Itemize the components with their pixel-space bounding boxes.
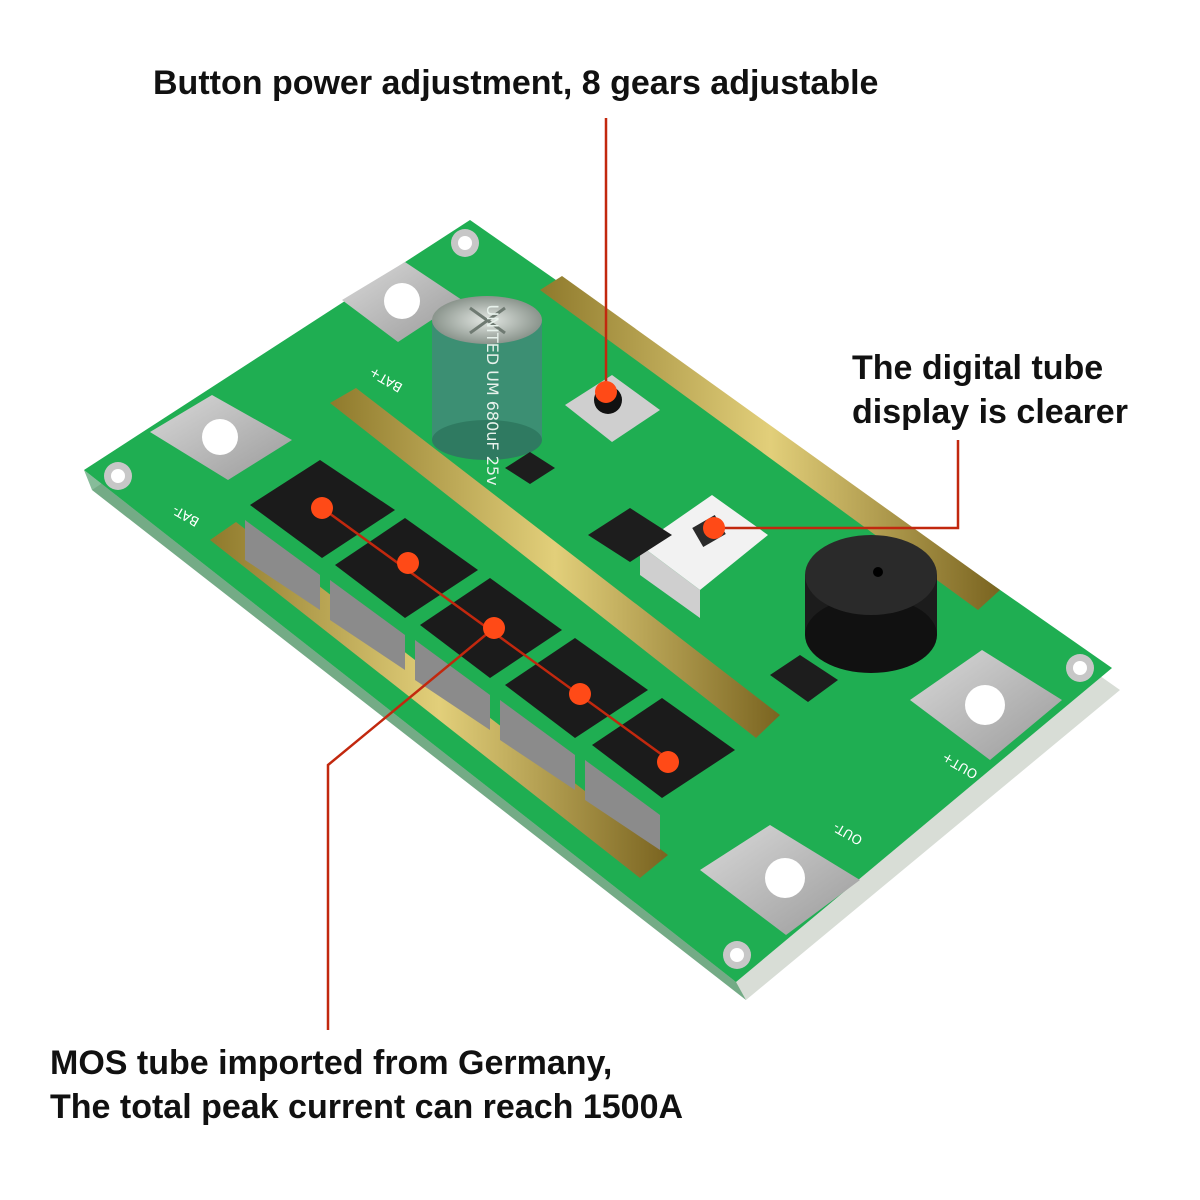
capacitor-label: UNITED UM 680uF 25v: [483, 304, 502, 485]
pcb-shade: [84, 470, 746, 1000]
digital-tube-annotation-line2: display is clearer: [852, 392, 1128, 431]
callout-dots: [311, 381, 725, 773]
terminal-pads: [150, 262, 1062, 935]
digital-tube-annotation-line1: The digital tube: [852, 349, 1104, 387]
mos-tube-annotation-line1: MOS tube imported from Germany,: [50, 1044, 613, 1082]
buzzer: [805, 535, 937, 673]
button-power-annotation: Button power adjustment, 8 gears adjusta…: [153, 64, 879, 102]
mos-tube-annotation-line2: The total peak current can reach 1500A: [50, 1087, 684, 1126]
mounting-holes: [104, 229, 1094, 969]
ic-chips: [505, 452, 838, 702]
capacitor: UNITED UM 680uF 25v: [432, 296, 542, 486]
digital-tube-annotation: The digital tube display is clearer: [852, 347, 1128, 434]
mos-tube-annotation: MOS tube imported from Germany, The tota…: [50, 1042, 683, 1129]
copper-bus-bars: [210, 276, 1000, 878]
